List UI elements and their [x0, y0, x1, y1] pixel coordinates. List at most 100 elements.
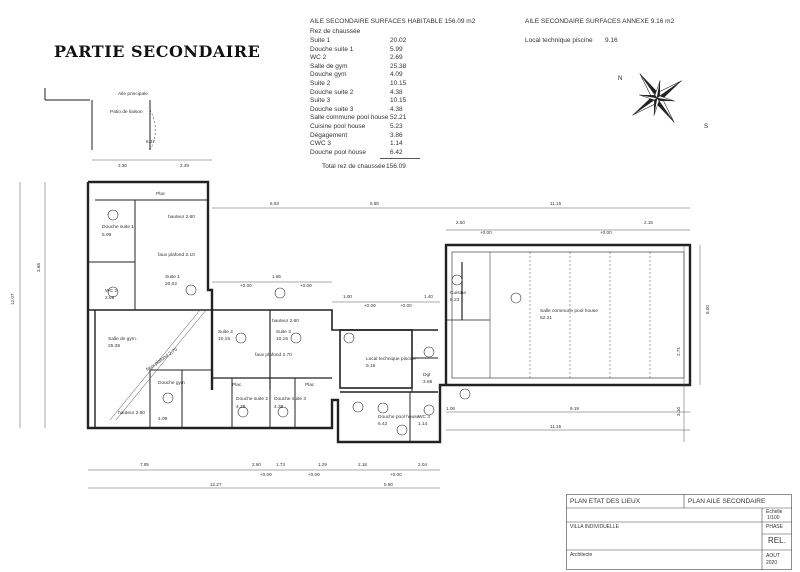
label-plafond1: faux plafond 2.10: [158, 252, 195, 258]
habitable-row-label: Salle de gym: [310, 62, 348, 70]
cartouche-architect-label: Architecte: [570, 552, 593, 558]
label-plafond3: faux plafond 2.70: [145, 347, 179, 373]
dim-23: 8.00: [705, 305, 710, 314]
habitable-row-label: Suite 1: [310, 37, 331, 44]
level-2: +0.00: [300, 283, 312, 288]
area-wc2: 2.69: [105, 295, 115, 301]
level-5: +0.00: [480, 230, 492, 235]
level-label: Rez de chaussée: [310, 28, 361, 35]
habitable-row-label: Salle commune pool house: [310, 114, 389, 122]
dim-9: 1.65: [272, 274, 281, 279]
dim-12: 7.85: [140, 462, 149, 467]
label-douche-pool: Douche pool house: [378, 414, 420, 420]
label-suite1: Suite 1: [165, 274, 180, 280]
dim-17: 2.04: [418, 462, 427, 467]
annexe-row-value: 9.16: [605, 37, 618, 44]
dim-24: 3.68: [36, 263, 41, 272]
area-douche-suite1: 5.99: [102, 232, 112, 238]
habitable-row-label: Douche suite 2: [310, 88, 354, 96]
habitable-row-label: Cuisine pool house: [310, 123, 366, 130]
dim-16: 2.18: [358, 462, 367, 467]
label-suite3: Suite 3: [276, 329, 291, 335]
area-douche-suite3: 4.38: [274, 404, 284, 410]
dim-25: 2.71: [676, 347, 681, 356]
habitable-row-value: 2.69: [390, 54, 403, 62]
area-local-tech: 9.16: [366, 363, 376, 369]
dim-22: 12.07: [10, 293, 15, 305]
cartouche-date-value: 2020: [766, 560, 778, 566]
habitable-row-value: 20.02: [390, 37, 407, 44]
dim-11: 1.40: [424, 294, 433, 299]
cartouche-echelle-label: Echelle: [766, 509, 783, 515]
habitable-header: AILE SECONDAIRE SURFACES HABITABLE 156.0…: [310, 18, 476, 25]
area-douche-pool: 6.42: [378, 421, 388, 427]
level-4: +0.00: [400, 303, 412, 308]
area-cuisine: 5.23: [450, 297, 460, 303]
habitable-row-value: 25.38: [390, 62, 407, 70]
label-hauteur1: hauteur 2.60: [168, 214, 195, 220]
habitable-row-label: Suite 2: [310, 80, 331, 87]
habitable-row-value: 5.99: [390, 45, 403, 53]
annexe-row-label: Local technique piscine: [525, 37, 593, 44]
habitable-row-label: Suite 3: [310, 97, 331, 105]
dim-5: 5.80: [370, 201, 379, 206]
label-douche-suite2: Douche suite 2: [236, 396, 268, 402]
habitable-row-label: CWC 3: [310, 140, 331, 148]
total-value: 156.09: [386, 163, 406, 170]
level-7: +0.00: [260, 472, 272, 477]
cartouche-phase-label: PHASE: [766, 524, 783, 530]
dim-20: 9.19: [570, 406, 579, 411]
area-gym: 25.38: [108, 343, 120, 349]
label-douche-suite1: Douche suite 1: [102, 224, 134, 230]
level-8: +0.00: [308, 472, 320, 477]
dim-19: 5.80: [384, 482, 393, 487]
dim-4: 6.93: [270, 201, 279, 206]
habitable-row-value: 52.21: [390, 114, 407, 122]
area-douche-gym: 4.09: [158, 416, 168, 422]
label-salle-commune: Salle commune pool house: [540, 308, 598, 314]
habitable-row-label: Douche suite 1: [310, 45, 354, 53]
dim-6: 11.15: [550, 201, 562, 206]
dim-27: 1.06: [446, 406, 455, 411]
total-rule: [380, 158, 420, 159]
habitable-row-value: 3.86: [390, 131, 403, 139]
habitable-row-value: 6.42: [390, 148, 403, 156]
habitable-row-label: Dégagement: [310, 131, 348, 139]
label-deg: Dgt: [423, 372, 431, 378]
habitable-row-label: WC 2: [310, 54, 327, 62]
dim-15: 1.29: [318, 462, 327, 467]
dim-26: 3.10: [676, 407, 681, 416]
level-1: +0.00: [240, 283, 252, 288]
level-9: +0.00: [390, 472, 402, 477]
area-douche-suite2: 4.38: [236, 404, 246, 410]
label-hauteur2: hauteur 2.60: [118, 410, 145, 416]
label-aile-principale: Aile principale: [118, 91, 148, 97]
cartouche-plan-subtitle: PLAN AILE SECONDAIRE: [688, 498, 766, 505]
area-salle-commune: 52.21: [540, 315, 552, 321]
cartouche-plan-title: PLAN ETAT DES LIEUX: [570, 498, 641, 505]
dim-8: 2.15: [644, 220, 653, 225]
compass-n-label: N: [618, 76, 623, 82]
area-suite2: 10.15: [218, 336, 230, 342]
level-3: +0.00: [364, 303, 376, 308]
label-suite2: Suite 2: [218, 329, 233, 335]
label-local-tech: Local technique piscine: [366, 356, 416, 362]
cartouche-frame: [566, 494, 792, 570]
label-cuisine: Cuisine: [450, 290, 466, 296]
label-plac3: Plac: [305, 382, 315, 388]
label-wc3: WC 3: [418, 414, 430, 420]
dim-14: 1.73: [276, 462, 285, 467]
cartouche-echelle-value: 1/100: [767, 515, 780, 521]
area-wc3: 1.14: [418, 421, 428, 427]
area-suite1: 20.02: [165, 281, 177, 287]
label-plac1: Plac: [156, 191, 166, 197]
cartouche-date-label: AOUT: [766, 553, 780, 559]
dim-1: 3.30: [118, 163, 127, 168]
label-plafond2: faux plafond 2.70: [255, 352, 292, 358]
compass-s-label: S: [704, 124, 709, 130]
cartouche-phase-value: REL.: [768, 536, 786, 545]
label-patio: Patio de liaison: [110, 109, 143, 115]
dim-18: 12.27: [210, 482, 222, 487]
